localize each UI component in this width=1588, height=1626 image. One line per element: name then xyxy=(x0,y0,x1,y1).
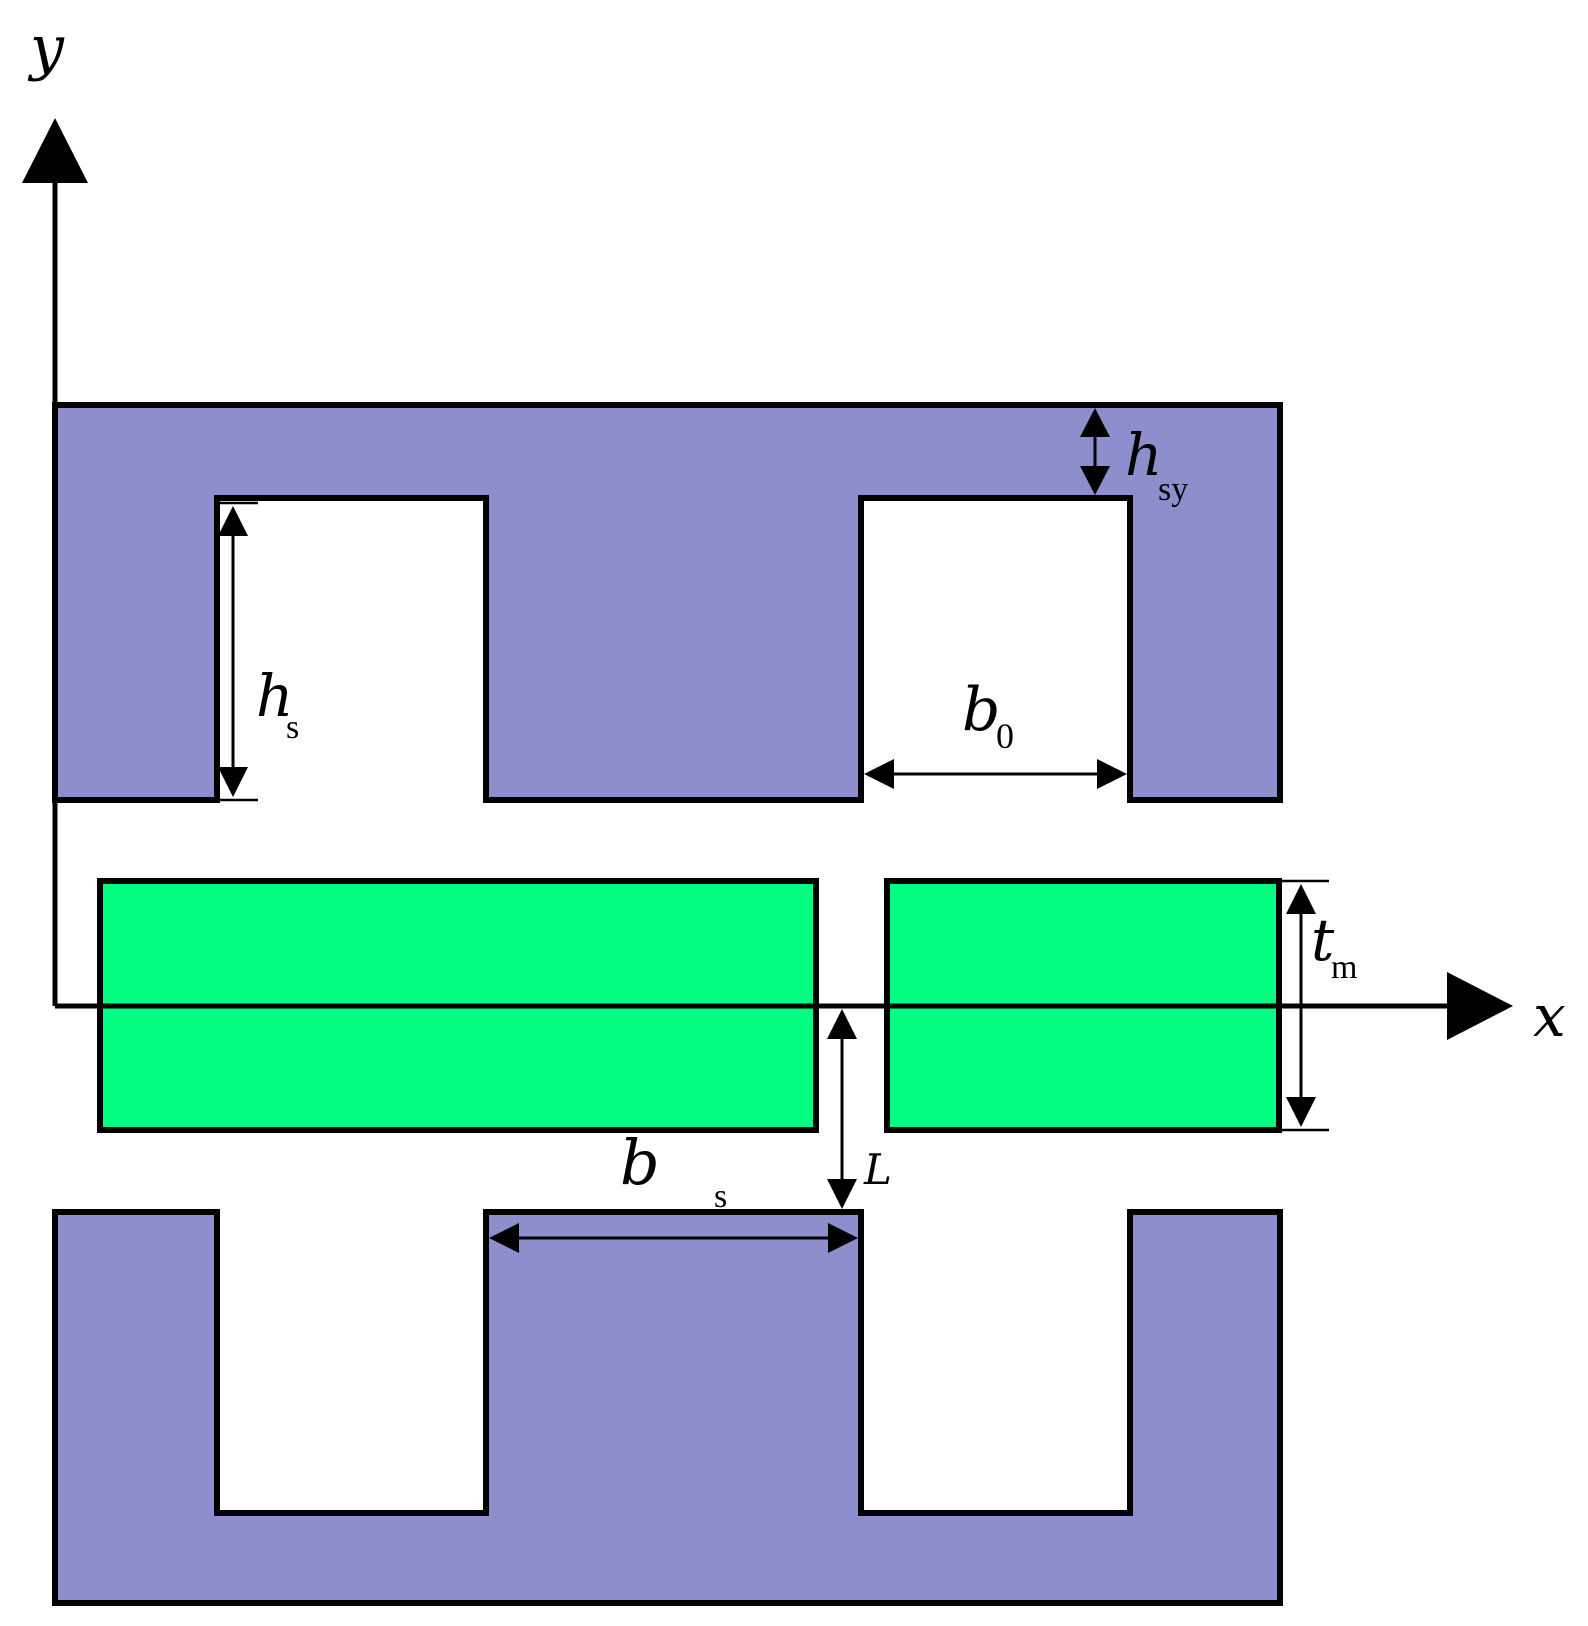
bs-subscript: s xyxy=(714,1178,727,1215)
L-label: L xyxy=(863,1145,892,1194)
hs-subscript: s xyxy=(286,709,299,746)
y-axis-label: y xyxy=(27,13,65,83)
hsy-subscript: sy xyxy=(1158,471,1188,508)
tm-subscript: m xyxy=(1331,949,1357,986)
b0-subscript: 0 xyxy=(996,716,1014,756)
hs-label: h xyxy=(256,662,293,730)
dimension-tm: t m xyxy=(1280,879,1357,1132)
dimension-hsy: h sy xyxy=(1080,408,1188,508)
x-axis-arrowhead xyxy=(1447,972,1513,1040)
y-axis-arrowhead xyxy=(22,118,88,183)
dimension-hs: h s xyxy=(217,501,299,802)
dimension-bs: b s xyxy=(489,1126,858,1253)
hsy-label: h xyxy=(1125,421,1162,489)
dimension-L: L xyxy=(827,1009,892,1209)
dimension-b0: b 0 xyxy=(864,675,1127,789)
b0-label: b xyxy=(962,675,1000,745)
lower-stator-core xyxy=(52,1209,1283,1606)
x-axis-label: x xyxy=(1533,982,1566,1050)
tm-label: t xyxy=(1311,906,1335,974)
bs-label: b xyxy=(620,1126,660,1199)
